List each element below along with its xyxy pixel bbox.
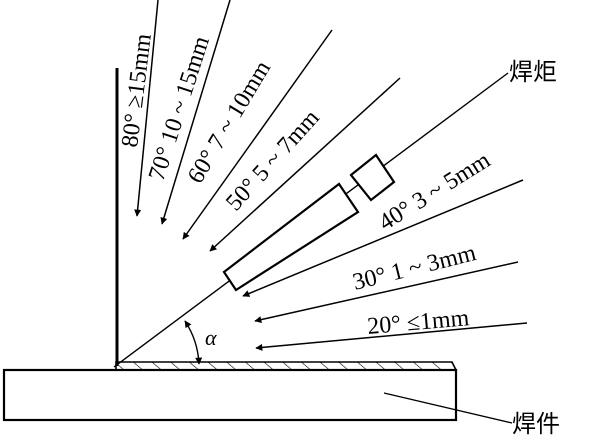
torch-label: 焊炬	[509, 58, 557, 86]
angle-symbol: α	[205, 325, 217, 350]
weld-bead	[115, 361, 458, 371]
label-30deg: 30° 1 ~ 3mm	[350, 240, 479, 296]
arrow-30deg	[254, 261, 519, 324]
workpiece-label: 焊件	[512, 410, 560, 438]
angle-arc	[184, 320, 203, 365]
label-80deg: 80° ≥15mm	[117, 32, 157, 149]
arrow-80deg	[134, 0, 159, 217]
arrow-20deg	[255, 322, 528, 351]
label-40deg: 40° 3 ~ 5mm	[374, 147, 495, 236]
arrow-70deg	[160, 0, 231, 225]
arrow-50deg	[209, 77, 401, 252]
workpiece-plate	[2, 368, 458, 422]
workpiece-leader-line	[383, 392, 513, 424]
torch-nozzle	[222, 182, 360, 292]
arrow-40deg	[242, 179, 524, 297]
angle-guide-arrows	[134, 0, 528, 351]
torch-handle	[349, 153, 396, 202]
welding-torch	[222, 153, 396, 292]
arrow-60deg	[182, 29, 333, 240]
label-20deg: 20° ≤1mm	[366, 305, 470, 340]
